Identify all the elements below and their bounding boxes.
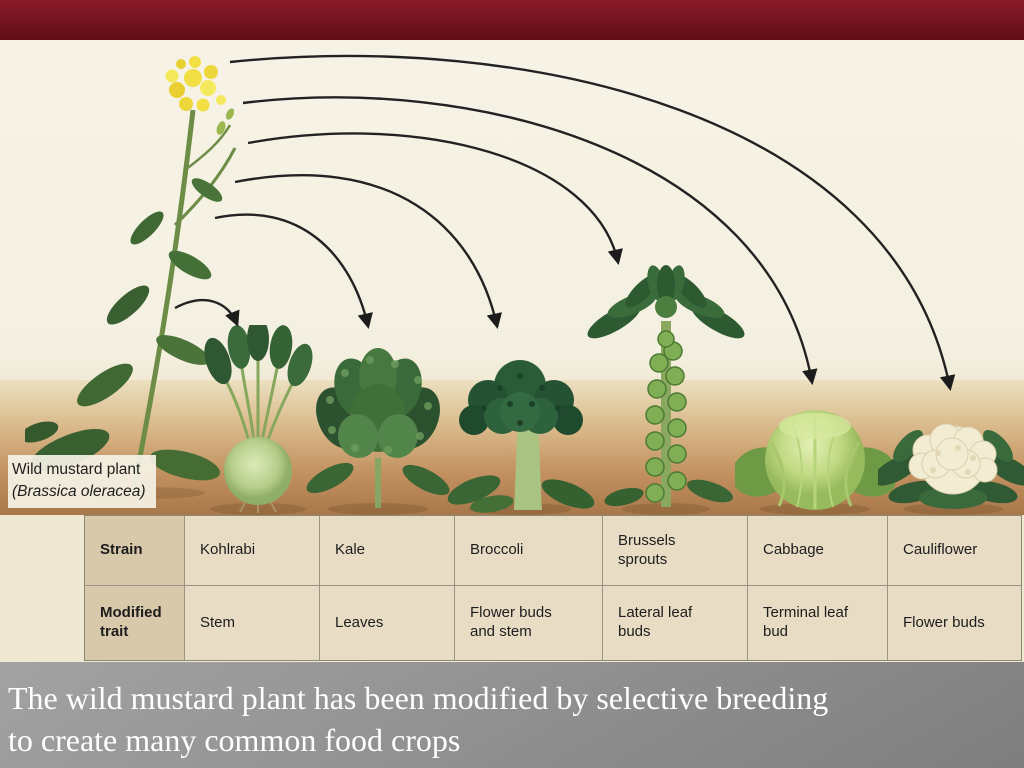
wild-mustard-label-line2: (Brassica oleracea) [12,482,146,500]
strain-cabbage: Cabbage [748,516,888,586]
trait-cauliflower: Flower buds [903,613,985,631]
strain-cauliflower: Cauliflower [888,516,1021,586]
trait-kohlrabi: Stem [185,586,320,660]
cauliflower-illustration [878,423,1024,515]
caption-line1: The wild mustard plant has been modified… [8,680,829,716]
top-accent-bar [0,0,1024,40]
cabbage-parts [735,410,895,515]
kale-parts [306,348,450,515]
arrow-to-brussels-sprouts [247,132,623,266]
strain-table: Strain Kohlrabi Kale Broccoli Brussels s… [84,515,1022,661]
brussels-sprouts-illustration [587,265,745,515]
wild-mustard-label-line1: Wild mustard plant [12,461,141,478]
caption-line2: to create many common food crops [8,721,461,758]
wild-mustard-label: Wild mustard plant (Brassica oleracea) [8,455,156,509]
broccoli-parts [447,360,595,515]
strain-kohlrabi: Kohlrabi [185,516,320,586]
arrow-to-broccoli [234,173,502,330]
broccoli-illustration [447,360,595,515]
cabbage-illustration [735,410,895,515]
trait-brussels-sprouts: Lateral leaf buds [603,586,748,660]
row-header-modified-trait: Modified trait [85,586,185,660]
kale-illustration [306,348,450,515]
strain-kale: Kale [320,516,455,586]
trait-kale: Leaves [320,586,455,660]
brussels-sprouts-parts [587,265,745,515]
row-header-strain: Strain [85,516,185,586]
selective-breeding-figure: Wild mustard plant (Brassica oleracea) S… [0,40,1024,662]
trait-cabbage: Terminal leaf bud [748,586,888,660]
trait-broccoli: Flower buds and stem [455,586,603,660]
cauliflower-parts [878,423,1024,515]
strain-broccoli: Broccoli [455,516,603,586]
mustard-flowers [165,56,226,112]
strain-brussels-sprouts: Brussels sprouts [603,516,748,586]
caption: The wild mustard plant has been modified… [0,662,1024,768]
